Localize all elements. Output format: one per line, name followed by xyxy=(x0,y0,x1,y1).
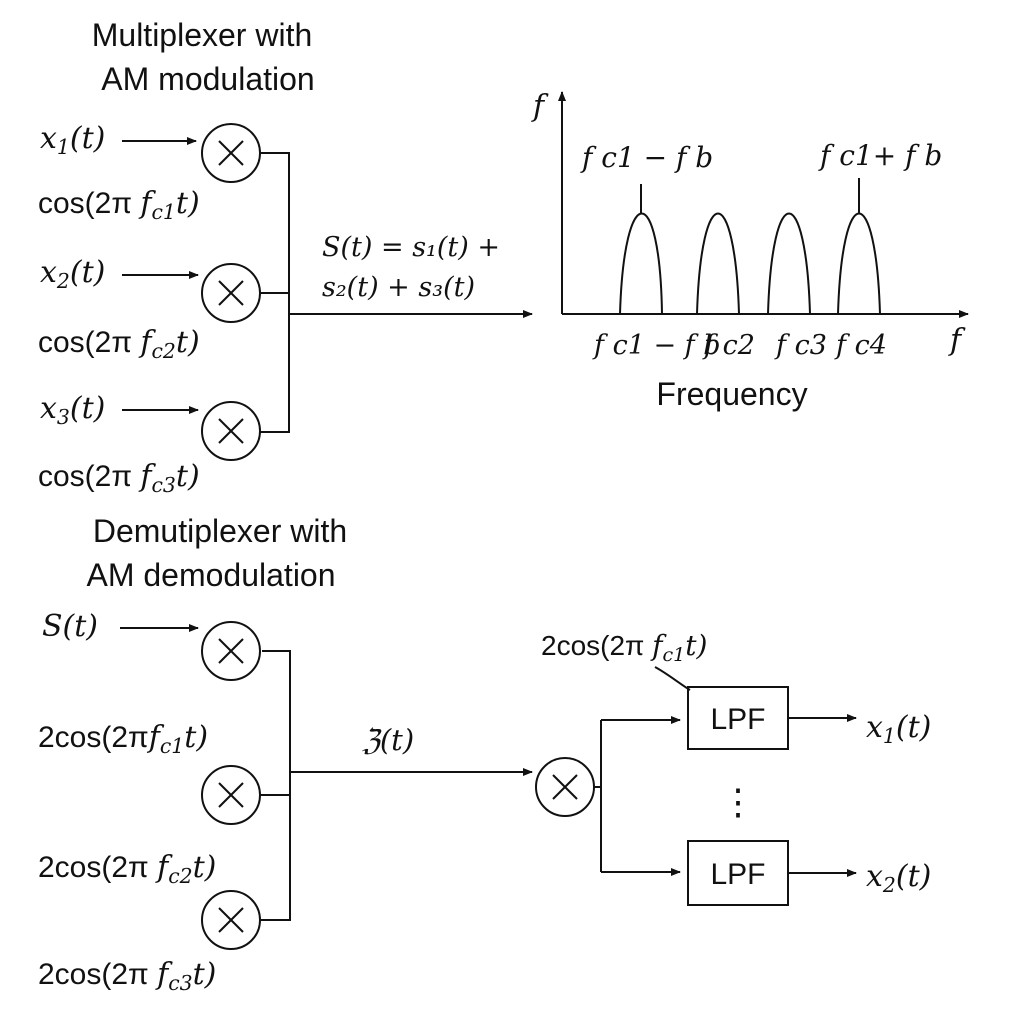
spectrum-band-4 xyxy=(837,212,881,315)
mux-mixer-2 xyxy=(201,263,261,323)
demux-output-x2: x2(t) xyxy=(866,859,931,897)
mux-input-x1: x1(t) xyxy=(40,121,105,159)
demux-carrier-2: 2cos(2π fc2t) xyxy=(38,850,216,888)
demux-bus xyxy=(260,650,291,921)
lpf-carrier-label: 2cos(2π fc1t) xyxy=(541,629,707,666)
mux-sum-line2: s₂(t) + s₃(t) xyxy=(322,272,475,303)
lpf-carrier-leader xyxy=(654,666,691,691)
lpf-box-1: LPF xyxy=(687,686,789,750)
mux-input-x3: x3(t) xyxy=(40,391,105,429)
spectrum-band-3 xyxy=(767,212,811,315)
mux-carrier-2: cos(2π fc2t) xyxy=(38,325,200,363)
spectrum-caption: Frequency xyxy=(656,376,807,412)
spectrum-peak-label-right: f c1+ f b xyxy=(818,139,942,172)
demux-carrier-3: 2cos(2π fc3t) xyxy=(38,957,216,995)
demux-carrier-1: 2cos(2πfc1t) xyxy=(38,720,208,758)
mux-carrier-1: cos(2π fc1t) xyxy=(38,186,200,224)
mux-sum-line1: S(t) = s₁(t) + xyxy=(322,232,500,263)
lpf-1-label: LPF xyxy=(710,703,765,736)
lpf-box-2: LPF xyxy=(687,840,789,906)
mux-carrier-3: cos(2π fc3t) xyxy=(38,459,200,497)
multiplexer-section: Multiplexer with AM modulation x1(t) x2(… xyxy=(38,17,533,497)
demux-combined-label: ℨ(t) xyxy=(362,723,414,757)
spectrum-band-2 xyxy=(696,212,740,315)
mux-title-line2: AM modulation xyxy=(101,61,314,97)
demux-mixer-main xyxy=(535,757,595,817)
mux-mixer-1 xyxy=(201,123,261,183)
demux-mixer-3 xyxy=(201,890,261,950)
lpf-2-label: LPF xyxy=(710,858,765,891)
spectrum-tick-1: f c1 − f b xyxy=(592,330,721,361)
demux-input-label: S(t) xyxy=(42,609,98,644)
spectrum-band-1 xyxy=(619,212,663,315)
mux-title-line1: Multiplexer with xyxy=(92,17,313,53)
spectrum-x-label: f xyxy=(948,323,966,358)
demux-mixer-2 xyxy=(201,765,261,825)
spectrum-peak-label-left: f c1 − f b xyxy=(580,141,713,174)
spectrum-tick-2: f c2 xyxy=(702,330,755,361)
demux-title-line1: Demutiplexer with xyxy=(93,513,347,549)
demux-mixer-1 xyxy=(201,621,261,681)
demultiplexer-section: Demutiplexer with AM demodulation S(t) 2… xyxy=(38,513,931,995)
lpf-ellipsis: ⋮ xyxy=(720,781,756,822)
mux-mixer-3 xyxy=(201,401,261,461)
spectrum-y-label: f xyxy=(531,89,549,124)
spectrum-tick-3: f c3 xyxy=(774,330,827,361)
demux-output-x1: x1(t) xyxy=(866,710,931,748)
spectrum-plot: f f f c1 − f b f c1+ f b f c1 − f b f c2… xyxy=(531,89,969,412)
demux-title-line2: AM demodulation xyxy=(86,557,335,593)
mux-input-x2: x2(t) xyxy=(40,255,105,293)
spectrum-tick-4: f c4 xyxy=(834,330,887,361)
